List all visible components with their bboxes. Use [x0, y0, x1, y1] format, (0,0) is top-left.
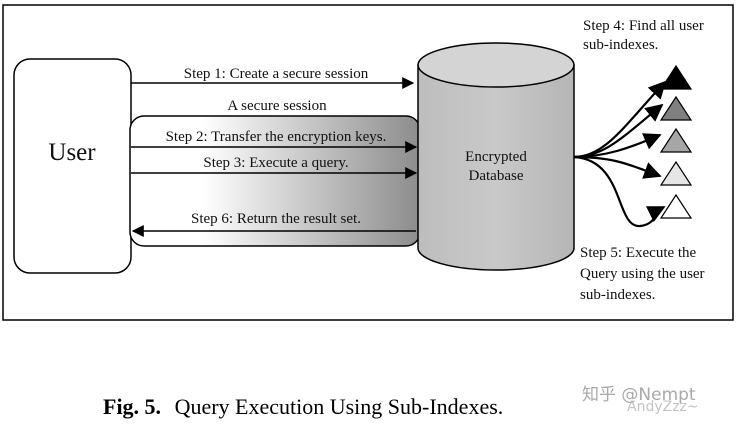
sub-index-triangle-5	[659, 193, 693, 219]
step1-label: Step 1: Create a secure session	[184, 66, 369, 82]
step5-label-line2: Query using the user	[580, 266, 705, 282]
sub-index-connectors	[573, 80, 667, 228]
figure-caption-text: Query Execution Using Sub-Indexes.	[175, 394, 504, 419]
watermark-subtext: AndyZzz~	[627, 399, 699, 415]
step6-label: Step 6: Return the result set.	[191, 211, 361, 227]
step4-label-line1: Step 4: Find all user	[583, 18, 704, 34]
database-label-line2: Database	[469, 168, 524, 184]
encrypted-database-cylinder	[417, 42, 575, 271]
watermark-text: 知乎 @Nempt	[582, 385, 696, 405]
user-box	[13, 58, 132, 274]
sub-index-triangle-1	[659, 64, 693, 90]
step5-label-line3: sub-indexes.	[580, 287, 655, 303]
sub-index-triangles	[659, 64, 693, 219]
sub-index-triangle-3	[659, 127, 693, 153]
database-label-line1: Encrypted	[465, 149, 527, 165]
step2-label: Step 2: Transfer the encryption keys.	[166, 129, 387, 145]
sub-index-triangle-4	[659, 160, 693, 186]
figure-caption-prefix: Fig. 5.	[103, 394, 161, 419]
sub-index-triangle-2	[659, 95, 693, 121]
step5-label-line1: Step 5: Execute the	[580, 245, 697, 261]
step4-label-line2: sub-indexes.	[583, 37, 658, 53]
figure-caption: Fig. 5. Query Execution Using Sub-Indexe…	[103, 394, 503, 419]
step3-label: Step 3: Execute a query.	[203, 155, 348, 171]
secure-session-label: A secure session	[227, 98, 327, 114]
user-label: User	[48, 139, 96, 166]
